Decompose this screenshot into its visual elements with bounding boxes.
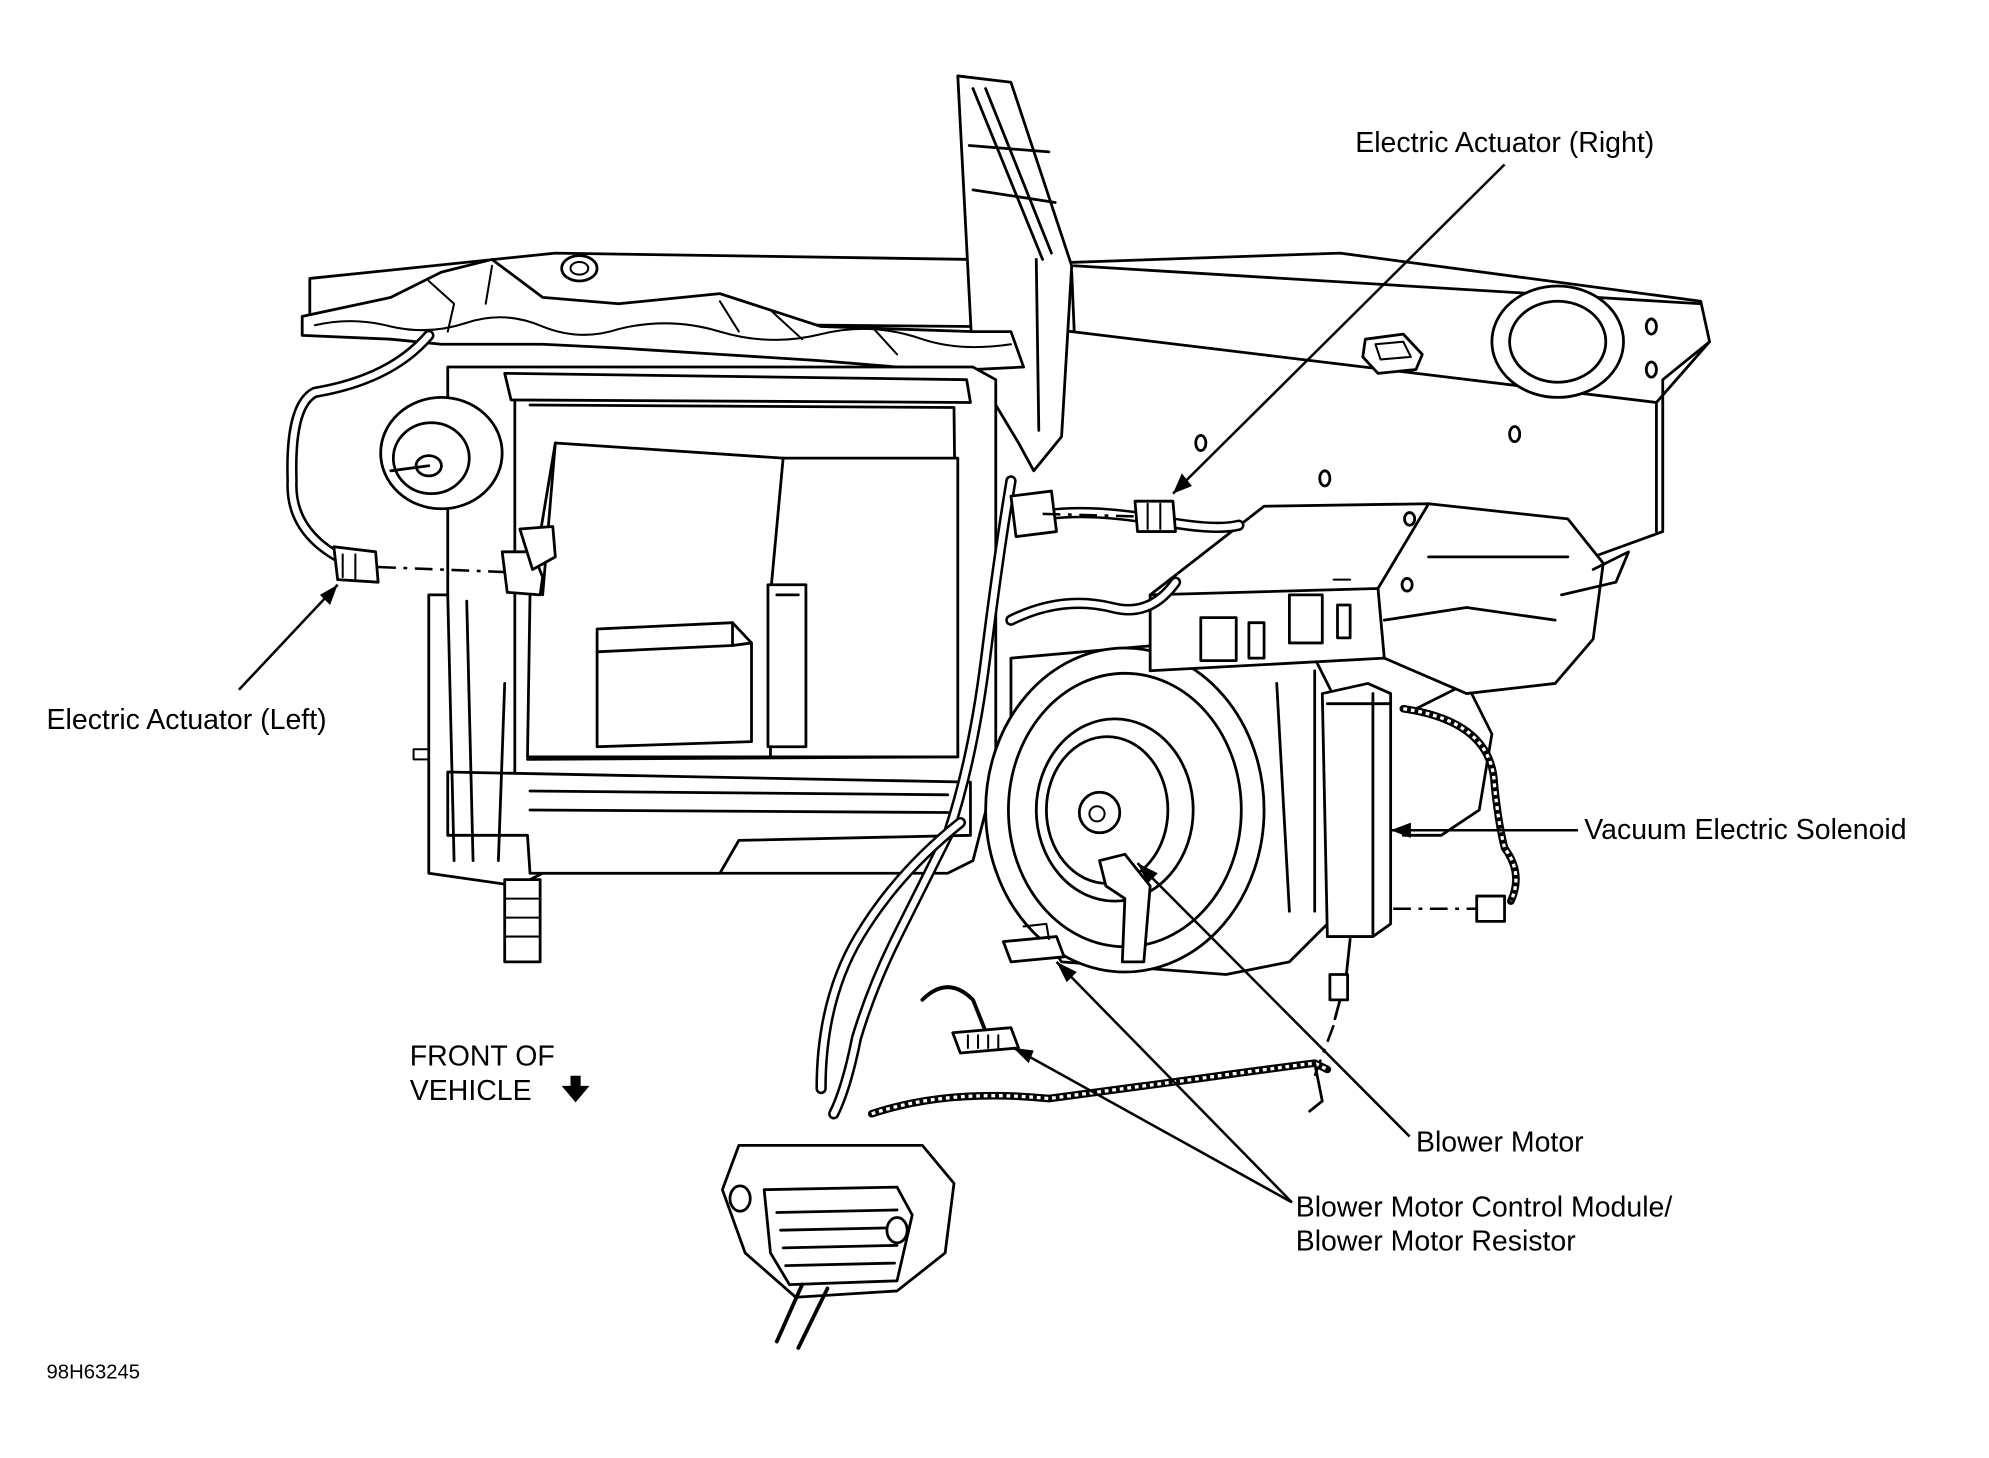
leader-arrowheads bbox=[319, 473, 1411, 1064]
label-front-of-vehicle-line1: FRONT OF bbox=[410, 1041, 555, 1073]
bracket-assembly bbox=[1148, 502, 1630, 695]
blower-housing bbox=[984, 637, 1494, 976]
label-blower-motor: Blower Motor bbox=[1416, 1127, 1584, 1159]
top-wiring-harness bbox=[286, 258, 1026, 566]
actuator-connectors bbox=[332, 489, 1177, 597]
label-electric-actuator-right: Electric Actuator (Right) bbox=[1355, 127, 1654, 159]
label-vacuum-electric-solenoid: Vacuum Electric Solenoid bbox=[1584, 814, 1906, 846]
leader-lines bbox=[237, 163, 1578, 1204]
leader-module-lower bbox=[1012, 1046, 1293, 1204]
leader-module-upper bbox=[1055, 960, 1293, 1204]
wiring bbox=[815, 475, 1520, 1120]
blower-motor-control-module bbox=[951, 922, 1066, 1055]
label-control-module-line2: Blower Motor Resistor bbox=[1296, 1225, 1576, 1257]
cable-grommet bbox=[720, 1143, 956, 1350]
down-arrow-icon bbox=[561, 1075, 590, 1103]
label-control-module-line1: Blower Motor Control Module/ bbox=[1296, 1191, 1673, 1223]
leader-blower-motor bbox=[1136, 862, 1411, 1138]
leader-actuator-right bbox=[1172, 163, 1506, 495]
figure-code: 98H63245 bbox=[47, 1361, 140, 1383]
label-front-of-vehicle-line2: VEHICLE bbox=[410, 1075, 532, 1107]
leader-actuator-left bbox=[237, 583, 339, 691]
label-electric-actuator-left: Electric Actuator (Left) bbox=[47, 704, 327, 736]
vacuum-electric-solenoid bbox=[1313, 682, 1506, 1077]
hvac-case bbox=[379, 365, 998, 964]
